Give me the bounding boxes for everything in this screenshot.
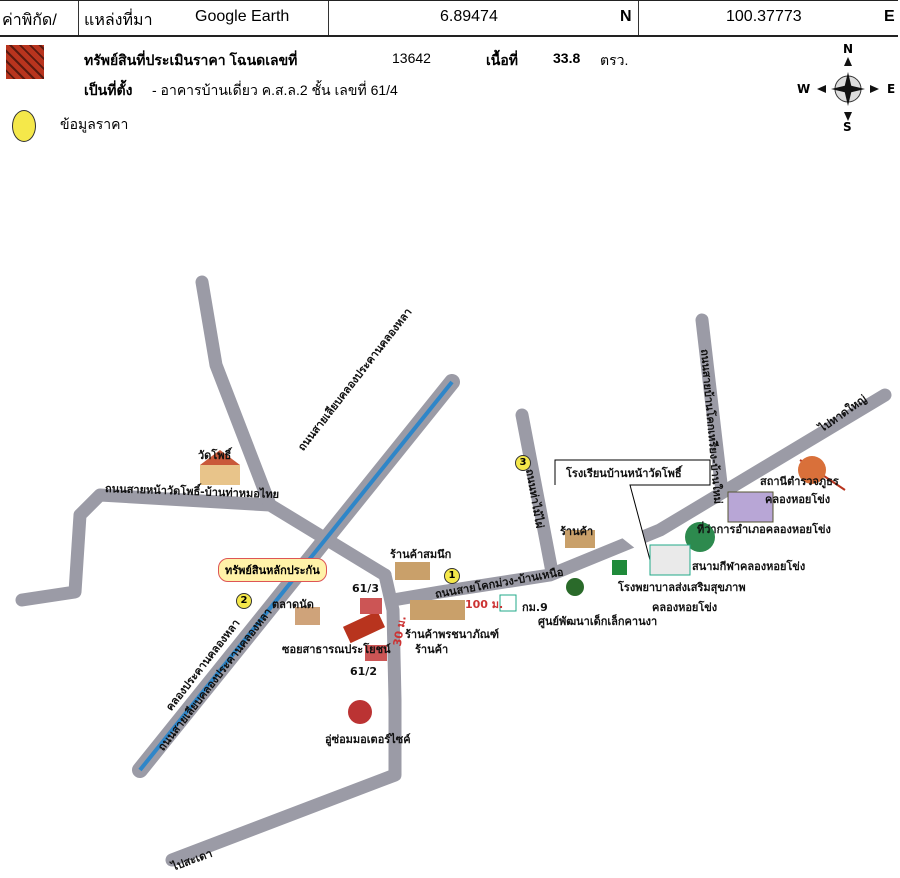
hospital-label: โรงพยาบาลส่งเสริมสุขภาพ [618,581,746,594]
property-marker [342,610,386,644]
coord-label: ค่าพิกัด/ [2,12,57,29]
seven-eleven-icon [499,594,517,612]
market-label: ตลาดนัด [272,598,314,611]
area-label: เนื้อที่ [486,52,518,68]
compass-icon: N S W E [795,42,900,134]
district-office-icon [727,491,774,523]
market-icon [295,607,320,625]
compass-e: E [887,82,896,96]
area-value: 33.8 [553,50,581,66]
shop-icon [410,600,465,620]
property-label: ทรัพย์สินที่ประเมินราคา โฉนดเลขที่ [84,52,298,68]
house-61-2-label: 61/2 [350,665,377,678]
motorcycle-icon [348,700,372,724]
district-office-label: ที่ว่าการอำเภอคลองหอยโข่ง [697,523,831,536]
price-point-3: 3 [515,455,531,471]
area-unit: ตรว. [600,52,629,68]
shop-label: ร้านค้า [415,643,449,656]
source-value: Google Earth [195,8,290,25]
compass-w: W [797,82,811,96]
road-north [195,275,277,512]
longitude-dir: E [884,8,895,25]
house-icon [365,645,387,661]
shop-phot-label: ร้านค้าพรชนาภัณฑ์ [405,628,500,641]
latitude-dir: N [620,8,632,25]
house-icon [360,598,382,614]
coordinate-header: ค่าพิกัด/ แหล่งที่มา Google Earth 6.8947… [0,0,898,37]
temple-icon [200,465,240,485]
tree-icon [566,578,584,596]
motorcycle-repair-label: อู่ซ่อมมอเตอร์ไซค์ [325,733,411,746]
road-thamai [515,408,559,579]
house-61-3-label: 61/3 [352,582,379,595]
location-label: เป็นที่ตั้ง [84,82,133,98]
km-label: กม.9 [522,601,548,614]
collateral-label: ทรัพย์สินหลักประกัน [218,558,327,582]
price-label: ข้อมูลราคา [60,116,129,132]
road-ne [695,313,729,499]
shop-2-label: ร้านค้า [560,525,594,538]
compass-s: S [843,120,852,134]
longitude: 100.37773 [726,8,802,25]
school-label: โรงเรียนบ้านหน้าวัดโพธิ์ [566,467,682,480]
price-point-1: 1 [444,568,460,584]
shop-icon [565,530,595,548]
shop-icon [395,562,430,580]
source-label: แหล่งที่มา [84,12,153,29]
latitude: 6.89474 [440,8,498,25]
police-icon [798,456,826,484]
school-callout [554,459,711,561]
deed-number: 13642 [392,50,431,66]
hospital-icon [612,560,627,575]
soi-label: ซอยสาธารณประโยชน์ [282,643,391,656]
distance-label: 100 ม. [465,598,504,611]
police-label: สถานีตำรวจภูธร [760,475,839,488]
school-icon [649,544,691,576]
price-legend-icon [12,110,36,142]
price-point-2: 2 [236,593,252,609]
childcare-label: ศูนย์พัฒนาเด็กเล็กคานงา [538,615,658,628]
compass-n: N [843,42,854,56]
stadium-label: สนามกีฬาคลองหอยโข่ง [692,560,806,573]
location-value: - อาคารบ้านเดี่ยว ค.ส.ล.2 ชั้น เลขที่ 61… [152,82,398,98]
property-legend-icon [6,45,44,79]
temple-label: วัดโพธิ์ [198,449,232,462]
hospital-label-2: คลองหอยโข่ง [652,601,718,614]
police-label-2: คลองหอยโข่ง [765,493,831,506]
shop-somnuek-label: ร้านค้าสมนึก [390,548,452,561]
road-temple [15,488,392,607]
stadium-icon [685,522,715,552]
